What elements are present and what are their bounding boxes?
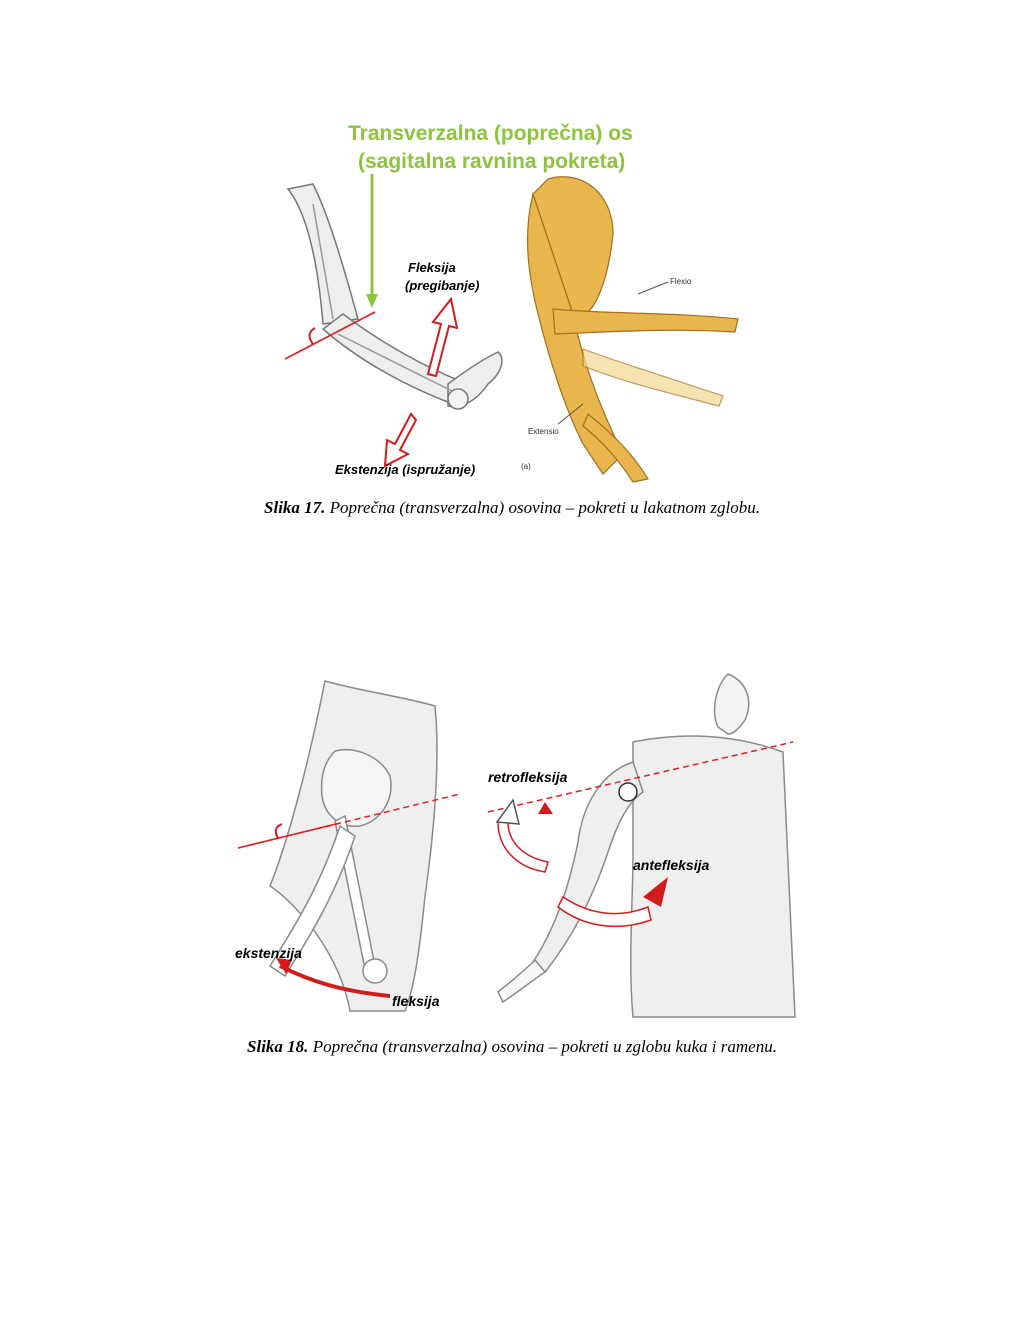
anteflexion-arrow-body bbox=[557, 895, 652, 928]
figure-17-elbow-illustration: Transverzalna (poprečna) os (sagitalna r… bbox=[283, 114, 749, 484]
figure-18-caption-number: Slika 18. bbox=[247, 1037, 309, 1056]
retroflexion-red-marker bbox=[538, 802, 553, 814]
extension-label: Ekstenzija (ispružanje) bbox=[335, 462, 475, 477]
panel-label: (a) bbox=[521, 462, 531, 471]
figure-17-caption-number: Slika 17. bbox=[264, 498, 326, 517]
flexion-label: Fleksija bbox=[408, 260, 456, 275]
shoulder-axis-line bbox=[487, 741, 794, 813]
shoulder-joint-marker bbox=[618, 782, 638, 802]
extension-arrow bbox=[383, 412, 418, 468]
hip-body-sketch bbox=[268, 680, 438, 1012]
retrofleksija-label: retrofleksija bbox=[488, 769, 568, 785]
hip-axis-solid bbox=[237, 822, 341, 849]
extensio-label: Extensio bbox=[528, 427, 559, 436]
flexion-sublabel: (pregibanje) bbox=[405, 278, 479, 293]
torso-sketch bbox=[497, 673, 796, 1018]
hip-rotation-marker bbox=[274, 823, 283, 839]
flexio-label: Flexio bbox=[670, 277, 692, 286]
heading-line-1: Transverzalna (poprečna) os bbox=[348, 122, 633, 145]
figure-17-caption: Slika 17. Poprečna (transverzalna) osovi… bbox=[0, 498, 1024, 518]
retroflexion-arrow-body bbox=[497, 821, 549, 873]
flexion-arrow bbox=[426, 296, 459, 378]
anteflexion-arrowhead bbox=[643, 877, 668, 907]
retroflexion-arrowhead bbox=[495, 798, 520, 825]
axis-rotation-marker bbox=[308, 327, 316, 345]
hip-axis-line bbox=[237, 793, 461, 849]
ekstenzija-label: ekstenzija bbox=[235, 945, 302, 961]
figure-18-caption-text: Poprečna (transverzalna) osovina – pokre… bbox=[308, 1037, 777, 1056]
figure-18-caption: Slika 18. Poprečna (transverzalna) osovi… bbox=[0, 1037, 1024, 1057]
golden-arm-illustration bbox=[526, 176, 739, 483]
hip-diagram: ekstenzija fleksija bbox=[235, 680, 461, 1012]
elbow-axis-line bbox=[284, 311, 376, 360]
hip-movement-arrow bbox=[279, 964, 391, 998]
elbow-diagram: Transverzalna (poprečna) os (sagitalna r… bbox=[284, 122, 739, 483]
antefleksija-label: antefleksija bbox=[633, 857, 709, 873]
flexio-leader bbox=[637, 281, 669, 295]
arm-sketch bbox=[286, 183, 503, 410]
heading-line-2: (sagitalna ravnina pokreta) bbox=[358, 150, 625, 173]
figure-17-caption-text: Poprečna (transverzalna) osovina – pokre… bbox=[325, 498, 760, 517]
shoulder-diagram: retrofleksija antefleksija bbox=[487, 673, 796, 1018]
figure-18-shoulder-illustration: retrofleksija antefleksija bbox=[483, 672, 801, 1018]
fleksija-label: fleksija bbox=[392, 993, 440, 1009]
hip-movement-arrowhead bbox=[276, 958, 292, 974]
figure-18-hip-illustration: ekstenzija fleksija bbox=[230, 676, 462, 1016]
extensio-leader bbox=[557, 403, 584, 425]
axis-pointer-arrowhead bbox=[366, 294, 378, 308]
